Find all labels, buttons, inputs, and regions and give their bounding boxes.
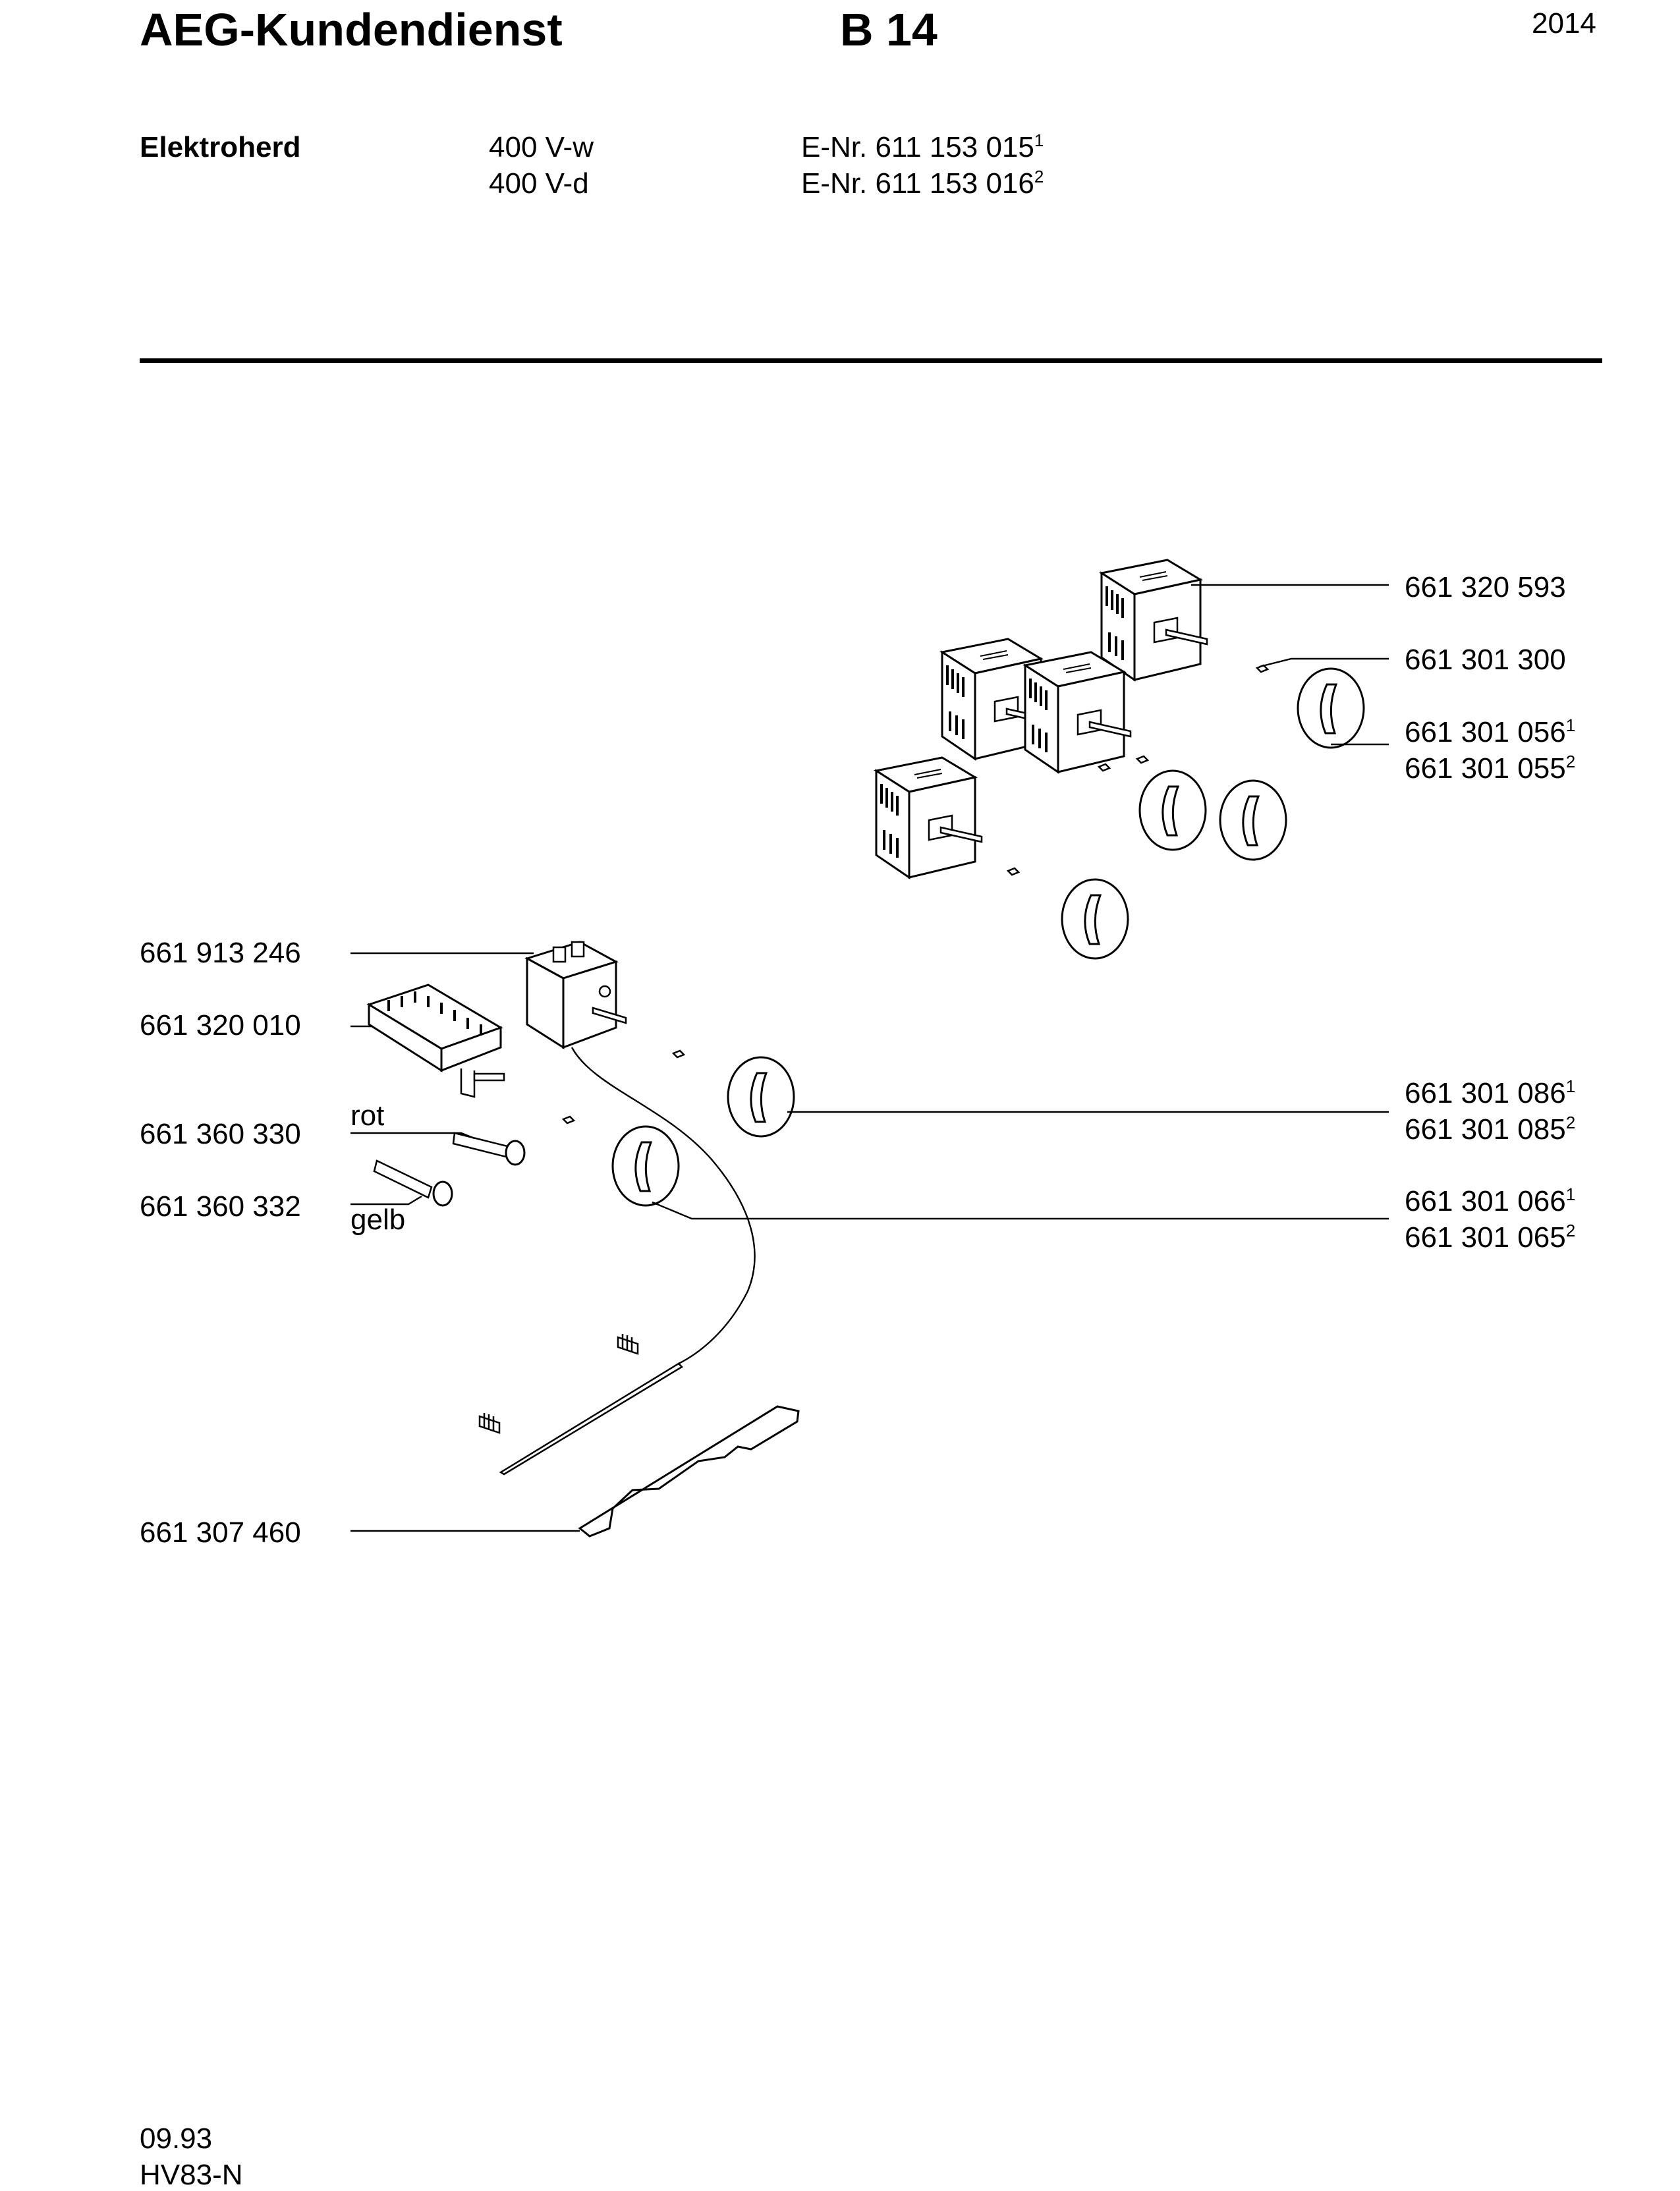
part-number-text: 661 301 065 — [1405, 1221, 1566, 1254]
signal-lamp-red — [452, 1132, 526, 1166]
enr-2: E-Nr. 611 153 0162 — [801, 167, 1044, 200]
part-number-sup: 2 — [1565, 1113, 1576, 1132]
color-label-yellow: gelb — [350, 1204, 406, 1236]
part-number-text: 661 301 066 — [1405, 1185, 1566, 1217]
color-label-red: rot — [350, 1099, 385, 1132]
part-number: 661 301 300 — [1405, 646, 1566, 675]
knob-lower — [1061, 878, 1129, 960]
product-name: Elektroherd — [140, 131, 301, 163]
knob-oven-2 — [611, 1125, 680, 1207]
capillary-tube — [571, 1047, 756, 1365]
part-number-text: 661 301 086 — [1405, 1077, 1566, 1109]
part-number: 661 320 010 — [140, 1009, 301, 1041]
model-title: B 14 — [840, 4, 938, 55]
enr-2-text: E-Nr. 611 153 016 — [801, 167, 1034, 200]
part-number-text: 661 301 300 — [1405, 644, 1566, 676]
knob-mid-1 — [1138, 769, 1207, 851]
part-number: 661 913 246 — [140, 937, 301, 969]
energy-regulator-bottom — [875, 756, 983, 879]
voltage-2: 400 V-d — [489, 167, 589, 200]
enr-1-text: E-Nr. 611 153 015 — [801, 131, 1034, 163]
sensor-probe — [499, 1362, 684, 1476]
part-number: 661 320 593 — [1405, 573, 1566, 602]
part-number-text: 661 301 056 — [1405, 716, 1566, 748]
brand-title: AEG-Kundendienst — [140, 4, 563, 55]
selector-switch — [366, 984, 505, 1098]
footer-date: 09.93 — [140, 2122, 213, 2155]
part-number: 661 301 0852 — [1405, 1113, 1576, 1146]
part-number: 661 301 0861 — [1405, 1076, 1576, 1109]
part-number-sup: 1 — [1565, 1184, 1576, 1204]
signal-lamp-yellow — [373, 1159, 453, 1207]
part-number: 661 301 0661 — [1405, 1184, 1576, 1217]
header-divider — [140, 358, 1602, 363]
sensor-clip — [478, 1334, 639, 1434]
part-number-sup: 2 — [1565, 1221, 1576, 1240]
energy-regulator-mid-right — [1024, 651, 1132, 773]
part-number: 661 360 332 — [140, 1190, 301, 1223]
energy-regulator-top — [1100, 559, 1208, 681]
part-number-sup: 1 — [1565, 1076, 1576, 1096]
knob-mid-2 — [1219, 779, 1287, 861]
part-number-sup: 2 — [1565, 752, 1576, 771]
shaft-clip — [562, 664, 1269, 1124]
part-number: 661 307 460 — [140, 1516, 301, 1549]
part-number-text: 661 301 085 — [1405, 1113, 1566, 1146]
thermostat — [524, 941, 627, 1049]
part-number-sup: 1 — [1565, 715, 1576, 735]
part-number: 661 301 0552 — [1405, 752, 1576, 785]
leader-lines — [350, 584, 1389, 1532]
sensor-bracket — [578, 1405, 800, 1538]
knob-oven-1 — [727, 1056, 795, 1138]
knob-top-right — [1297, 667, 1365, 749]
enr-1-sup: 1 — [1034, 130, 1044, 150]
enr-2-sup: 2 — [1034, 167, 1044, 186]
part-number: 661 360 330 — [140, 1118, 301, 1150]
part-number: 661 301 0652 — [1405, 1221, 1576, 1254]
part-number-text: 661 320 593 — [1405, 571, 1566, 603]
part-number-text: 661 301 055 — [1405, 752, 1566, 785]
voltage-1: 400 V-w — [489, 131, 594, 163]
part-number: 661 301 0561 — [1405, 715, 1576, 748]
footer-ref: HV83-N — [140, 2159, 243, 2191]
page-code: 2014 — [1532, 7, 1596, 40]
enr-1: E-Nr. 611 153 0151 — [801, 130, 1044, 163]
